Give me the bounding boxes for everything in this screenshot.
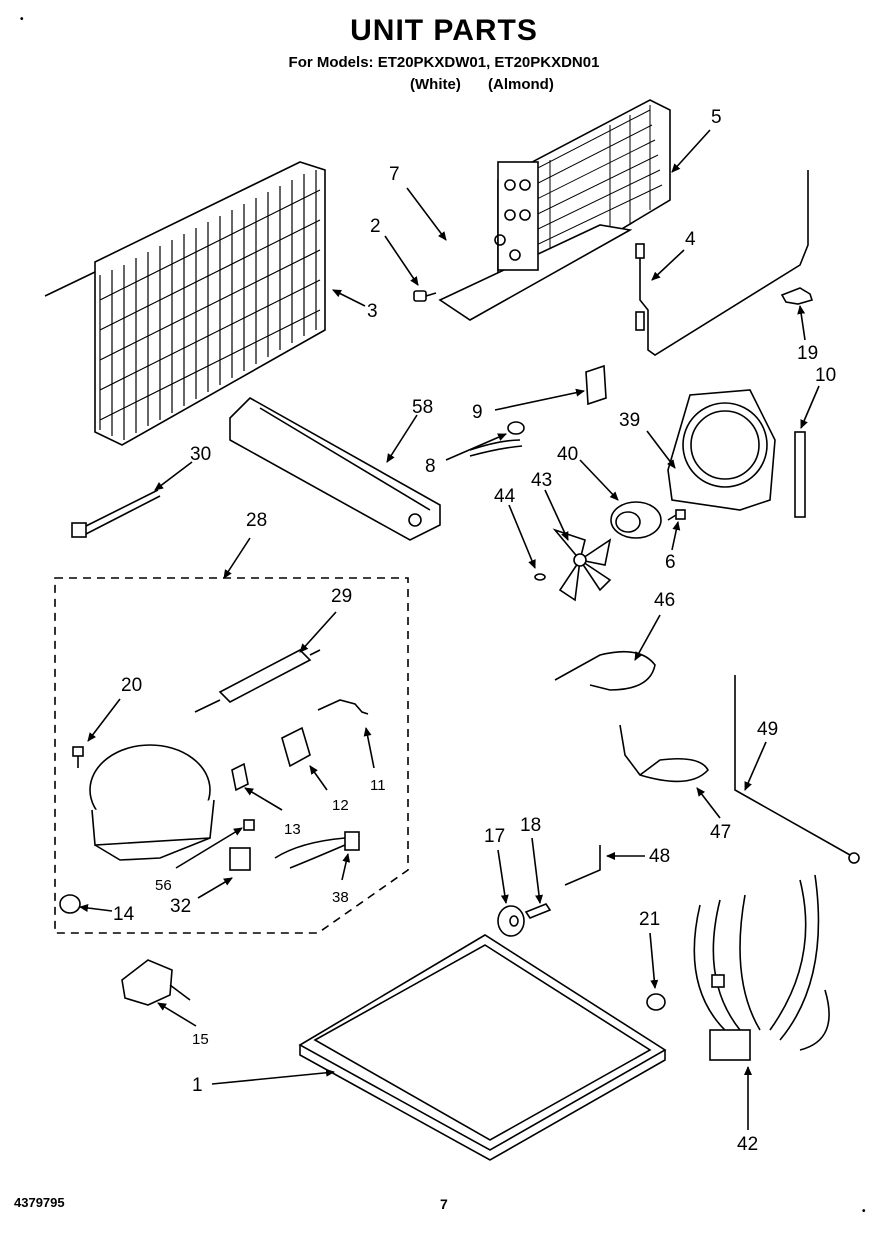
valve-part-15	[121, 959, 191, 1006]
label-part-28: 28	[246, 510, 267, 531]
label-part-5: 5	[711, 107, 722, 128]
capacitor-part-32	[229, 847, 251, 871]
label-part-1: 1	[192, 1075, 203, 1096]
page-number: 7	[440, 1196, 448, 1212]
relay-part-12	[281, 726, 311, 768]
air-duct-part-58	[229, 397, 441, 541]
label-part-46: 46	[654, 590, 675, 611]
tube-part-47	[619, 724, 709, 783]
label-part-8: 8	[425, 456, 436, 477]
label-part-44: 44	[494, 486, 516, 507]
label-part-39: 39	[619, 410, 640, 431]
label-part-11: 11	[370, 777, 386, 794]
label-part-58: 58	[412, 397, 433, 418]
bolt-part-18	[524, 903, 552, 919]
label-part-17: 17	[484, 826, 505, 847]
label-part-4: 4	[685, 229, 696, 250]
label-part-40: 40	[557, 444, 578, 465]
label-part-13: 13	[284, 821, 301, 838]
part-number-labels: 7 2 3 5 4 19 10 58 9 8 39 40 43 44 6 30 …	[113, 107, 836, 1155]
color-almond-label: (Almond)	[488, 76, 554, 93]
label-part-49: 49	[757, 719, 778, 740]
tube-part-48	[564, 845, 601, 886]
compressor-kit-outline	[54, 577, 409, 934]
screw-part-56	[243, 819, 255, 831]
grommet-part-21	[646, 993, 666, 1011]
grommet-part-14	[59, 894, 81, 914]
defrost-terminator-wire	[635, 170, 809, 356]
document-number: 4379795	[14, 1195, 65, 1210]
bracket-part-9	[585, 364, 607, 406]
label-part-42: 42	[737, 1134, 758, 1155]
label-part-19: 19	[797, 343, 818, 364]
grommet-part-8	[469, 421, 525, 457]
condenser-coil	[44, 161, 326, 446]
evaporator-assembly	[438, 99, 671, 321]
color-white-label: (White)	[410, 76, 461, 93]
label-part-7: 7	[389, 164, 400, 185]
label-part-15: 15	[192, 1031, 209, 1048]
cable-tie-part-30	[71, 489, 161, 538]
label-part-32: 32	[170, 896, 191, 917]
label-part-47: 47	[710, 822, 731, 843]
label-part-9: 9	[472, 402, 483, 423]
drier-part-29	[194, 649, 321, 713]
tube-part-46	[554, 650, 656, 691]
strip-part-10	[794, 431, 806, 518]
overload-part-13	[231, 762, 249, 792]
washer-part-44	[534, 573, 546, 581]
label-part-21: 21	[639, 909, 660, 930]
corner-mark-top-left: •	[20, 14, 24, 25]
label-part-10: 10	[815, 365, 836, 386]
label-part-56: 56	[155, 877, 172, 894]
label-part-38: 38	[332, 889, 349, 906]
label-part-3: 3	[367, 301, 378, 322]
label-part-43: 43	[531, 470, 552, 491]
wire-part-11	[317, 699, 369, 715]
wiring-harness-part-42	[693, 874, 830, 1061]
screw-part-2	[413, 290, 437, 302]
label-part-14: 14	[113, 904, 135, 925]
roller-part-17	[497, 905, 525, 937]
corner-mark-bottom-right: •	[862, 1206, 866, 1217]
label-part-18: 18	[520, 815, 541, 836]
duct-hole	[408, 513, 422, 527]
leader-lines	[79, 129, 820, 1130]
screw-part-6	[667, 509, 686, 521]
screw-part-20	[72, 746, 84, 768]
compressor	[89, 744, 215, 861]
label-part-2: 2	[370, 216, 381, 237]
fan-shroud-part-39	[667, 389, 776, 511]
label-part-20: 20	[121, 675, 142, 696]
clip-part-19	[780, 287, 814, 305]
label-part-30: 30	[190, 444, 211, 465]
label-part-6: 6	[665, 552, 676, 573]
models-line: For Models: ET20PKXDW01, ET20PKXDN01	[288, 54, 600, 71]
label-part-29: 29	[331, 586, 352, 607]
fan-motor-part-40	[610, 501, 662, 539]
label-part-12: 12	[332, 797, 349, 814]
tube-part-49	[734, 675, 851, 856]
page-title: UNIT PARTS	[350, 14, 538, 47]
label-part-48: 48	[649, 846, 670, 867]
fan-blade-part-43	[552, 528, 612, 602]
harness-part-38	[274, 831, 360, 869]
base-pan-part-1	[298, 934, 667, 1161]
